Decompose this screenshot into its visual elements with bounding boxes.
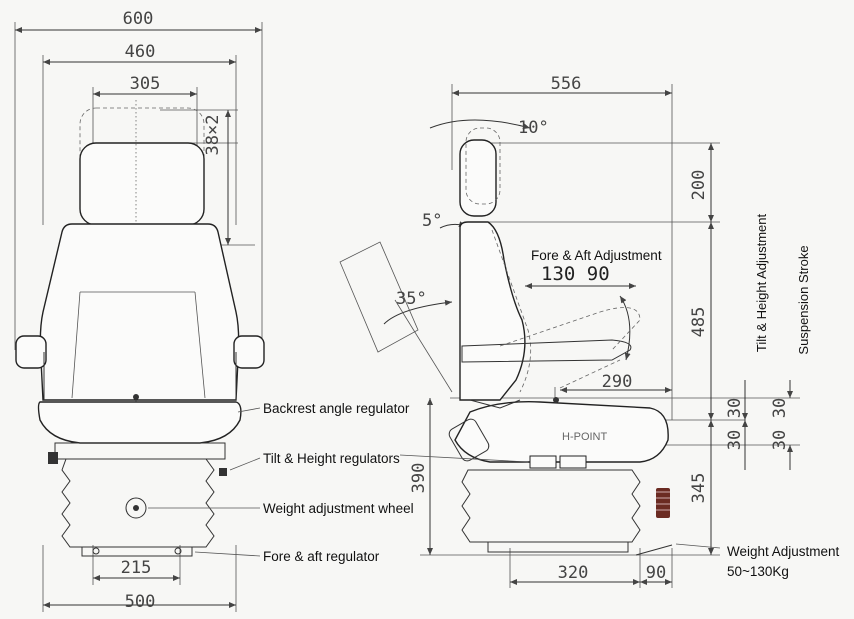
weight-wheel-label: Weight adjustment wheel — [263, 501, 414, 516]
dim-556: 556 — [551, 74, 582, 94]
front-headrest — [79, 142, 205, 226]
side-view — [339, 84, 800, 588]
side-bellows — [461, 469, 641, 543]
side-headrest — [459, 139, 497, 217]
dim-stroke-up-30: 30 — [770, 398, 790, 418]
front-bellows — [61, 458, 215, 548]
angle-5: 5° — [422, 211, 442, 231]
dim-500: 500 — [125, 592, 156, 612]
fore-aft-values: 130 90 — [541, 263, 610, 285]
side-backrest — [459, 221, 526, 401]
suspension-axis-label: Suspension Stroke — [796, 245, 811, 354]
front-view — [14, 22, 265, 612]
dim-90: 90 — [646, 563, 666, 583]
backrest-knob — [219, 468, 227, 476]
dim-320: 320 — [558, 563, 589, 583]
right-armrest — [233, 335, 265, 369]
dim-485: 485 — [689, 307, 709, 338]
angle-10: 10° — [518, 118, 549, 138]
tilt-knob-left — [48, 452, 58, 464]
backrest-regulator-label: Backrest angle regulator — [263, 401, 410, 416]
dim-215: 215 — [121, 558, 152, 578]
weight-adjust-range: 50~130Kg — [727, 564, 789, 579]
dim-tilt-down-30: 30 — [725, 430, 745, 450]
weight-wheel-icon — [125, 497, 147, 519]
dim-305: 305 — [130, 74, 161, 94]
dim-tilt-up-30: 30 — [725, 398, 745, 418]
left-armrest — [15, 335, 47, 369]
front-cushion — [37, 401, 242, 444]
tilt-button-1 — [529, 455, 557, 469]
fore-aft-title: Fore & Aft Adjustment — [531, 248, 662, 263]
tilt-height-regulators-label: Tilt & Height regulators — [263, 451, 400, 466]
front-backrest — [39, 223, 240, 401]
dim-290: 290 — [602, 372, 633, 392]
angle-35: 35° — [396, 289, 427, 309]
fore-aft-regulator-label: Fore & aft regulator — [263, 549, 380, 564]
tilt-height-axis-label: Tilt & Height Adjustment — [754, 213, 769, 352]
dim-38x2: 38×2 — [203, 115, 223, 156]
dim-600: 600 — [123, 9, 154, 29]
dim-460: 460 — [125, 42, 156, 62]
dim-345: 345 — [689, 473, 709, 504]
side-armrest — [461, 339, 632, 363]
h-point-label: H-POINT — [562, 431, 608, 443]
weight-adjust-title: Weight Adjustment — [727, 544, 840, 559]
dim-390: 390 — [409, 463, 429, 494]
dim-stroke-down-30: 30 — [770, 430, 790, 450]
tilt-button-2 — [559, 455, 587, 469]
dim-200: 200 — [689, 170, 709, 201]
